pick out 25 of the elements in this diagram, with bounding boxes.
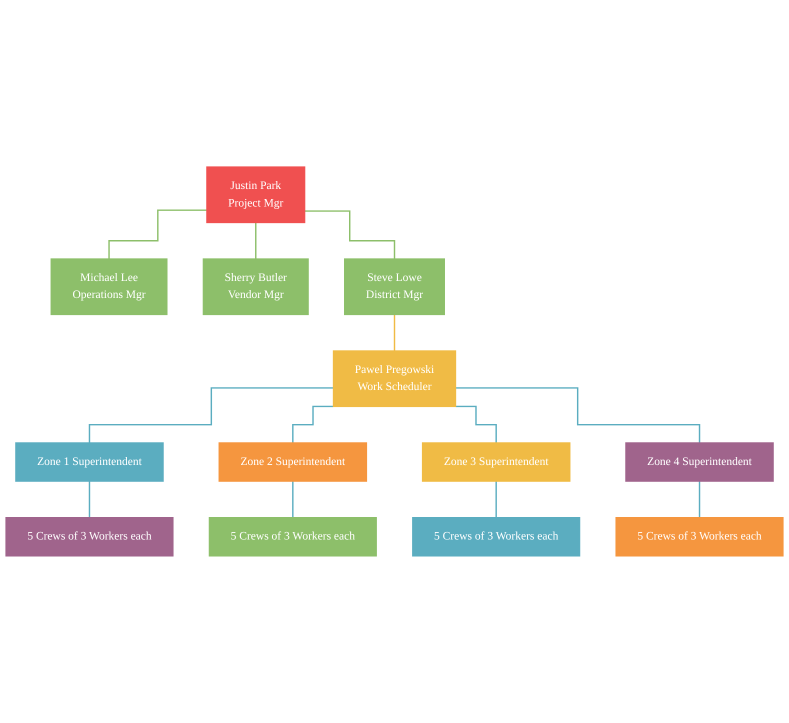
node-box: Zone 3 Superintendent [422,442,570,482]
connector [88,387,334,444]
connector [88,480,90,518]
node-box: Michael Lee Operations Mgr [50,258,168,316]
connector [108,210,207,260]
node-box: Zone 2 Superintendent [218,442,368,482]
connector [255,222,256,260]
connector [456,406,497,444]
connector [292,406,334,444]
node-box: 5 Crews of 3 Workers each [208,517,377,557]
node-box: 5 Crews of 3 Workers each [5,517,174,557]
connector [698,480,700,518]
connector [495,480,497,518]
node-box: Sherry Butler Vendor Mgr [202,258,309,316]
node-box: Pawel Pregowski Work Scheduler [332,350,456,408]
connector [394,314,396,352]
connector [456,387,700,444]
connector [292,480,294,518]
node-box: 5 Crews of 3 Workers each [615,517,784,557]
connector [304,210,396,260]
node-box: Steve Lowe District Mgr [344,258,445,316]
node-box: Justin Park Project Mgr [206,166,306,224]
node-box: Zone 4 Superintendent [625,442,774,482]
node-box: 5 Crews of 3 Workers each [412,517,580,557]
node-box: Zone 1 Superintendent [15,442,164,482]
